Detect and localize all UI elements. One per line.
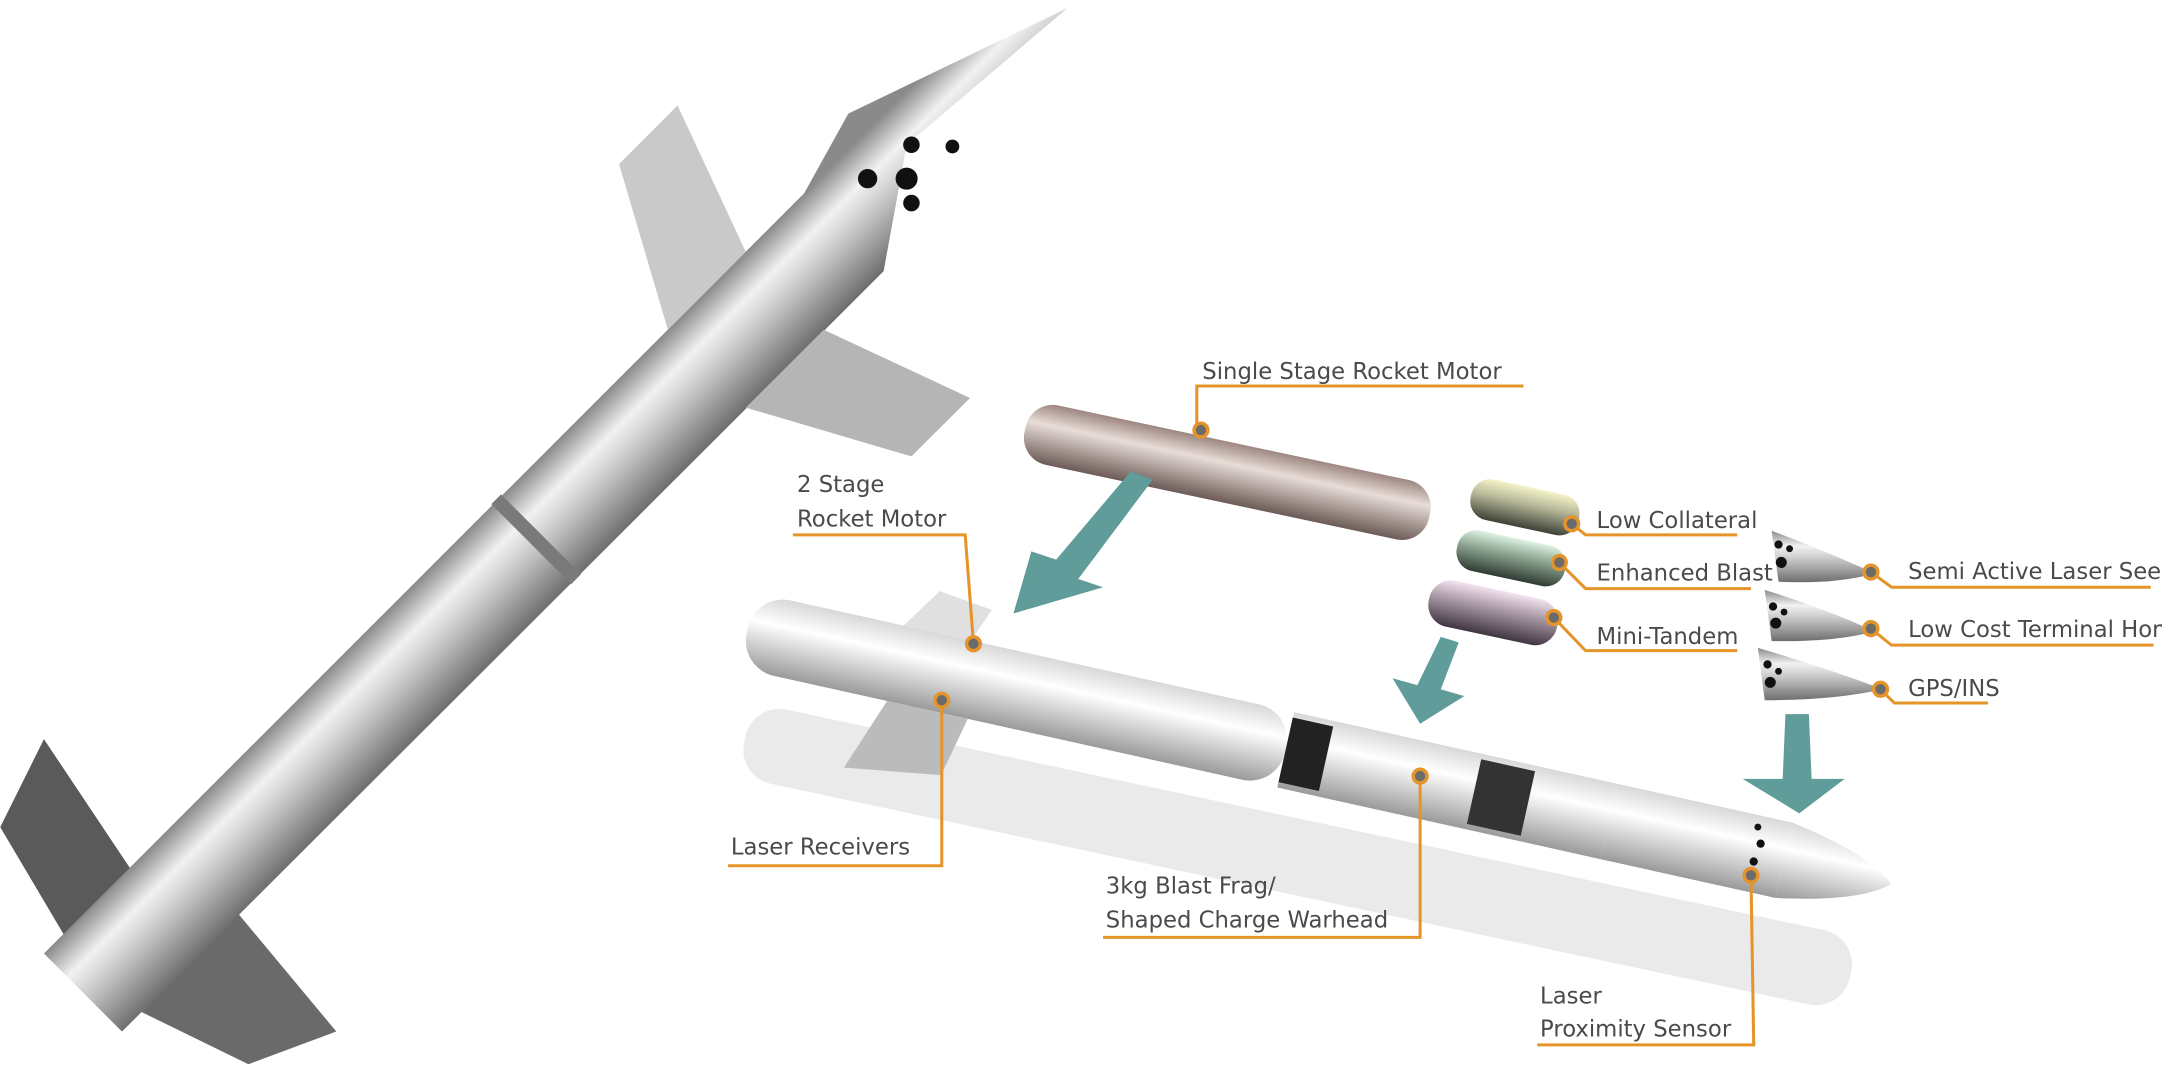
tail-fin-lower bbox=[141, 914, 337, 1065]
label-text: 2 Stage bbox=[797, 472, 884, 498]
label-gps-ins: GPS/INS bbox=[1871, 676, 2000, 705]
arrow-icon bbox=[1013, 471, 1153, 614]
label-single-stage: Single Stage Rocket Motor bbox=[1192, 359, 1524, 439]
label-low-collateral: Low Collateral bbox=[1563, 508, 1758, 537]
label-proximity-sensor: Laser Proximity Sensor bbox=[1537, 866, 1760, 1047]
label-text: Semi Active Laser Seeker bbox=[1908, 559, 2162, 585]
label-text: Mini-Tandem bbox=[1597, 624, 1739, 650]
assembly-arrows bbox=[1013, 471, 1845, 814]
low-collateral-part bbox=[1470, 479, 1580, 536]
arrow-icon bbox=[1392, 636, 1465, 724]
canard-fin-lower bbox=[745, 329, 971, 457]
sensor-holes bbox=[857, 136, 960, 212]
label-low-cost-homer: Low Cost Terminal Homer bbox=[1862, 617, 2162, 647]
modular-missile-body bbox=[745, 591, 1892, 899]
label-text: Low Collateral bbox=[1597, 508, 1758, 534]
label-text: Single Stage Rocket Motor bbox=[1202, 359, 1502, 385]
label-warhead: 3kg Blast Frag/ Shaped Charge Warhead bbox=[1103, 767, 1429, 939]
label-text: Laser Receivers bbox=[731, 835, 910, 861]
label-text: Rocket Motor bbox=[797, 507, 947, 533]
body-band bbox=[491, 494, 582, 585]
mini-tandem-part bbox=[1428, 580, 1558, 646]
label-text: Proximity Sensor bbox=[1540, 1017, 1732, 1043]
label-mini-tandem: Mini-Tandem bbox=[1545, 608, 1739, 653]
label-text: Low Cost Terminal Homer bbox=[1908, 617, 2162, 643]
single-stage-rocket-motor-part bbox=[1023, 404, 1431, 540]
label-text: 3kg Blast Frag/ bbox=[1106, 873, 1276, 899]
body-reflection bbox=[743, 708, 1852, 1006]
label-laser-receivers: Laser Receivers bbox=[728, 691, 951, 868]
label-enhanced-blast: Enhanced Blast bbox=[1550, 553, 1773, 591]
missile-body bbox=[43, 7, 1068, 1032]
label-text: GPS/INS bbox=[1908, 676, 2000, 702]
label-two-stage: 2 Stage Rocket Motor bbox=[792, 472, 983, 653]
label-semi-active-seeker: Semi Active Laser Seeker bbox=[1862, 559, 2162, 589]
arrow-icon bbox=[1742, 714, 1845, 814]
seeker-options bbox=[1749, 530, 1884, 866]
label-text: Shaped Charge Warhead bbox=[1106, 908, 1388, 934]
canard-fin-upper bbox=[619, 105, 746, 330]
label-text: Enhanced Blast bbox=[1597, 560, 1773, 586]
assembled-missile-image bbox=[0, 7, 1068, 1065]
label-text: Laser bbox=[1540, 984, 1602, 1010]
enhanced-blast-part bbox=[1456, 530, 1566, 587]
